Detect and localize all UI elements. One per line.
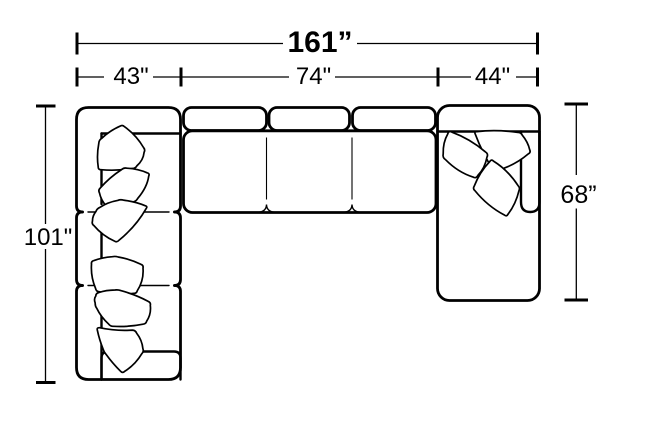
svg-text:68”: 68” (560, 181, 596, 209)
svg-text:74": 74" (296, 63, 331, 90)
svg-text:43": 43" (113, 63, 148, 90)
svg-text:44": 44" (475, 63, 510, 90)
svg-text:161”: 161” (287, 26, 352, 59)
svg-text:101": 101" (24, 224, 73, 251)
